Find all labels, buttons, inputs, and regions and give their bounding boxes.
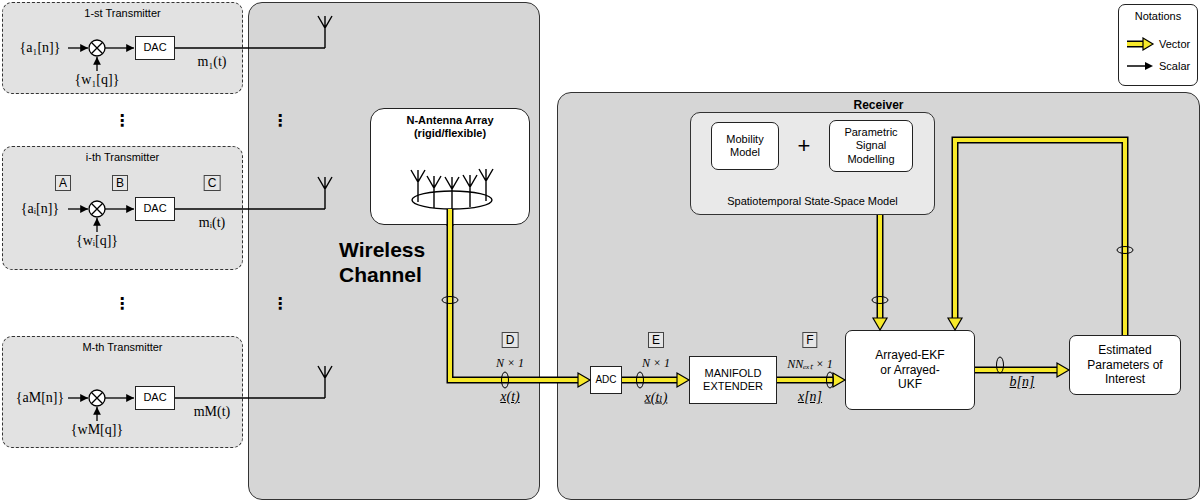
vector-outline — [955, 140, 1125, 335]
signal-name: {aM[n]} — [16, 390, 64, 406]
dimension-label: N × 1 — [642, 356, 670, 371]
antenna-array-symbol — [411, 169, 493, 226]
group-box: Wireless Channel N-Antenna Array (rigid/f… — [248, 2, 540, 500]
group-box: N-Antenna Array (rigid/flexible) — [370, 108, 530, 225]
callout-letter: E — [648, 332, 664, 348]
scalar-wire — [175, 209, 248, 210]
box-label: Parametric Signal Modelling — [834, 126, 908, 166]
signal-name: x(t) — [500, 389, 519, 405]
vector-arrow — [450, 225, 590, 387]
arrowhead — [948, 318, 962, 330]
group-title: Notations — [1135, 10, 1181, 23]
process-box: Parametric Signal Modelling — [829, 120, 913, 172]
arrowhead — [873, 318, 887, 330]
dimension-label: N × 1 — [496, 356, 524, 371]
transmitter-chain — [68, 16, 332, 421]
group-title: 1-st Transmitter — [84, 7, 160, 20]
callout-letter: F — [802, 332, 817, 348]
vector-outline — [622, 377, 677, 384]
signal-name: b[n] — [1010, 374, 1035, 390]
box-label: DAC — [143, 391, 166, 404]
group-box: ReceiverSpatiotemporal State-Space Model… — [557, 92, 1200, 500]
vector-fill — [955, 140, 1125, 335]
signal-name: {a₁[n]} — [20, 40, 61, 56]
group-title: Receiver — [853, 98, 903, 112]
ellipsis-mark: ⋮ — [272, 111, 288, 130]
arrowhead — [833, 373, 845, 387]
vector-fill — [622, 378, 677, 382]
vector-outline — [450, 225, 578, 380]
arrowhead — [1057, 363, 1069, 377]
dimension-label: NNₑₓₜ × 1 — [787, 355, 833, 372]
signal-name: {aᵢ[n]} — [21, 201, 59, 217]
process-box: Estimated Parameters of Interest — [1069, 335, 1181, 395]
signal-name: m₁(t) — [198, 54, 227, 70]
bus-marks — [442, 247, 1133, 389]
group-title: Spatiotemporal State-Space Model — [727, 195, 898, 208]
wire — [175, 208, 248, 209]
signal-name: {wM[q]} — [71, 422, 123, 438]
box-label: MANIFOLD EXTENDER — [694, 367, 772, 393]
group-box: Spatiotemporal State-Space Model Mobility… — [690, 112, 935, 215]
ellipsis-mark: ⋮ — [114, 294, 130, 313]
scalar-wire — [175, 48, 248, 49]
vector-arrow — [777, 373, 845, 387]
box-label: ADC — [595, 374, 616, 386]
ellipsis-mark: ⋮ — [114, 111, 130, 130]
legend-sample — [1125, 37, 1155, 51]
vector-arrow — [948, 140, 1125, 335]
process-box: DAC — [135, 197, 175, 221]
legend-text: Scalar — [1159, 60, 1190, 72]
group-title: Wireless Channel — [339, 237, 439, 287]
legend-item: Scalar — [1125, 59, 1190, 73]
wire — [175, 47, 248, 48]
process-box: ADC — [590, 366, 622, 394]
vector-outline — [975, 367, 1057, 374]
ellipsis-mark: ⋮ — [272, 294, 288, 313]
process-box: DAC — [135, 36, 175, 60]
callout-letter: B — [112, 175, 128, 191]
group-title: M-th Transmitter — [82, 341, 162, 354]
signal-name: {wᵢ[q]} — [76, 233, 118, 249]
callout-letter: C — [204, 175, 221, 191]
signal-name: mM(t) — [194, 404, 231, 420]
vector-outline — [877, 215, 884, 318]
callout-letter: A — [55, 175, 71, 191]
legend-item: Vector — [1125, 37, 1190, 51]
box-label: DAC — [143, 202, 166, 215]
vector-fill — [975, 368, 1057, 372]
process-box: Mobility Model — [711, 122, 779, 170]
group-title: i-th Transmitter — [86, 151, 159, 164]
signal-name: x(tₗ) — [645, 389, 668, 406]
plus-sign: + — [798, 133, 811, 159]
arrowhead — [677, 373, 689, 387]
callout-letter: D — [502, 332, 519, 348]
box-label: Arrayed-EKF or Arrayed-UKF — [870, 348, 950, 391]
box-label: Mobility Model — [716, 133, 774, 159]
process-box: DAC — [135, 386, 175, 410]
vector-fill — [450, 225, 578, 380]
vector-outline — [777, 377, 833, 384]
vector-arrow — [622, 373, 689, 387]
scalar-wire — [175, 398, 248, 399]
group-box: NotationsVectorScalar — [1118, 4, 1198, 86]
box-label: DAC — [143, 41, 166, 54]
box-label: Estimated Parameters of Interest — [1074, 343, 1176, 386]
group-title: N-Antenna Array (rigid/flexible) — [375, 114, 525, 140]
wire — [175, 397, 248, 398]
arrowhead — [578, 373, 590, 387]
signal-name: {w₁[q]} — [75, 72, 120, 88]
vector-fill — [777, 378, 833, 382]
legend-sample — [1125, 59, 1155, 73]
vector-arrow — [873, 215, 887, 330]
signal-name: x[n] — [798, 389, 822, 405]
vector-fill — [878, 215, 882, 318]
legend-text: Vector — [1159, 38, 1190, 50]
process-box: MANIFOLD EXTENDER — [689, 356, 777, 404]
signal-name: mᵢ(t) — [199, 215, 225, 231]
process-box: Arrayed-EKF or Arrayed-UKF — [845, 330, 975, 410]
